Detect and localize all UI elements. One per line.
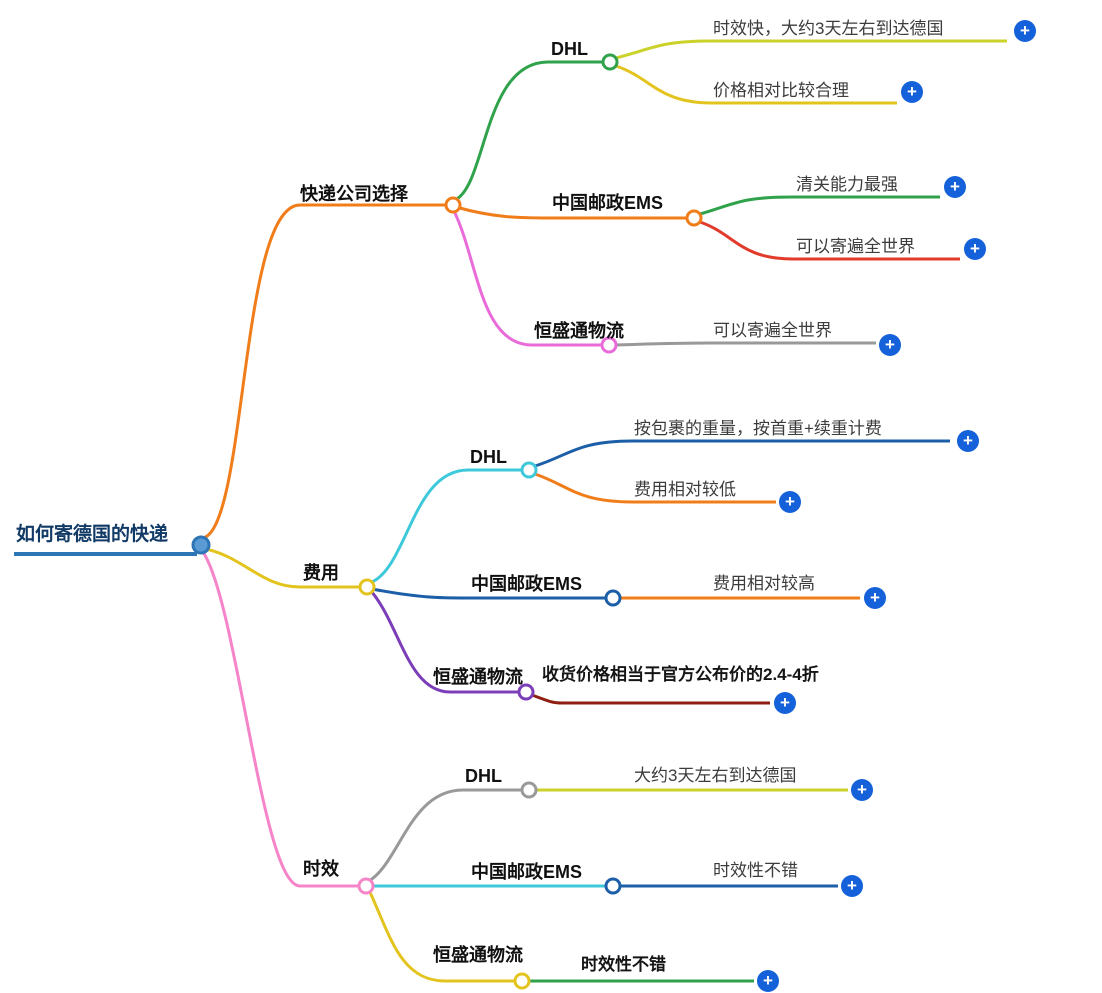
edge-root-fee [205,547,362,589]
add-child-button[interactable]: + [779,491,801,513]
add-child-button[interactable]: + [774,692,796,714]
add-child-button[interactable]: + [964,238,986,260]
edge-dhl1-leaf1 [615,64,897,105]
edge-hst2-leaf0 [531,693,770,705]
node-dot-dhl2[interactable] [520,461,538,479]
add-child-button[interactable]: + [1014,20,1036,42]
edge-time-dhl [368,788,523,883]
add-child-button[interactable]: + [879,334,901,356]
leaf-fee-dhl-low-label[interactable]: 费用相对较低 [634,480,736,499]
node-dot-ems3[interactable] [604,877,622,895]
node-dot-company[interactable] [444,196,462,214]
leaf-hst-worldwide-label[interactable]: 可以寄遍全世界 [713,321,832,340]
leaf-time-dhl-days-label[interactable]: 大约3天左右到达德国 [634,766,797,785]
node-fee-dhl-label[interactable]: DHL [470,447,507,467]
edge-time-hengshengtong [367,889,517,983]
add-child-button[interactable]: + [957,430,979,452]
add-child-button[interactable]: + [901,81,923,103]
edge-root-company [202,203,450,540]
node-dot-ems2[interactable] [604,589,622,607]
add-child-button[interactable]: + [864,587,886,609]
edge-ems1-leaf0 [699,195,940,216]
leaf-ems-customs-label[interactable]: 清关能力最强 [796,175,898,194]
node-fee-label[interactable]: 费用 [303,563,339,583]
add-child-button[interactable]: + [841,875,863,897]
edge-hst1-leaf0 [614,341,876,347]
edge-dhl2-leaf1 [534,472,776,504]
leaf-dhl-price-label[interactable]: 价格相对比较合理 [713,81,849,100]
node-root-label[interactable]: 如何寄德国的快递 [16,524,169,545]
node-company-hst-label[interactable]: 恒盛通物流 [534,321,624,341]
node-dot-hst2[interactable] [517,683,535,701]
add-child-button[interactable]: + [944,176,966,198]
leaf-dhl-speed-label[interactable]: 时效快，大约3天左右到达德国 [713,19,944,38]
edge-fee-hengshengtong [369,590,520,694]
edge-ems1-leaf1 [699,220,960,261]
edge-root-time [201,551,360,888]
edge-fee-ems [371,587,607,600]
node-company-selection-label[interactable]: 快递公司选择 [300,184,408,204]
node-dot-dhl3[interactable] [520,781,538,799]
edge-company-dhl [454,60,604,202]
edge-fee-dhl [371,468,523,584]
leaf-time-hst-good-label[interactable]: 时效性不错 [581,955,666,974]
node-time-ems-label[interactable]: 中国邮政EMS [471,862,583,882]
node-dot-dhl1[interactable] [601,53,619,71]
node-company-ems-label[interactable]: 中国邮政EMS [552,193,664,213]
edge-company-hengshengtong [452,210,603,347]
leaf-fee-hst-discount-label[interactable]: 收货价格相当于官方公布价的2.4-4折 [542,665,819,684]
add-child-button[interactable]: + [757,970,779,992]
node-dot-hst1[interactable] [600,336,618,354]
node-dot-ems1[interactable] [685,209,703,227]
edge-company-ems [455,205,688,220]
node-dot-root[interactable] [191,535,211,555]
leaf-fee-dhl-weight-label[interactable]: 按包裹的重量，按首重+续重计费 [634,419,882,438]
node-time-dhl-label[interactable]: DHL [465,766,502,786]
leaf-fee-ems-high-label[interactable]: 费用相对较高 [713,574,815,593]
node-fee-ems-label[interactable]: 中国邮政EMS [471,574,583,594]
node-time-label[interactable]: 时效 [303,859,339,879]
node-time-hst-label[interactable]: 恒盛通物流 [433,945,523,965]
edge-dhl2-leaf0 [534,439,950,468]
edge-dhl1-leaf0 [615,39,1007,60]
node-dot-time[interactable] [357,877,375,895]
leaf-ems-worldwide-label[interactable]: 可以寄遍全世界 [796,237,915,256]
node-dot-hst3[interactable] [513,972,531,990]
node-dot-fee[interactable] [358,578,376,596]
node-company-dhl-label[interactable]: DHL [551,39,588,59]
add-child-button[interactable]: + [851,779,873,801]
node-fee-hst-label[interactable]: 恒盛通物流 [433,667,523,687]
leaf-time-ems-good-label[interactable]: 时效性不错 [713,861,798,880]
